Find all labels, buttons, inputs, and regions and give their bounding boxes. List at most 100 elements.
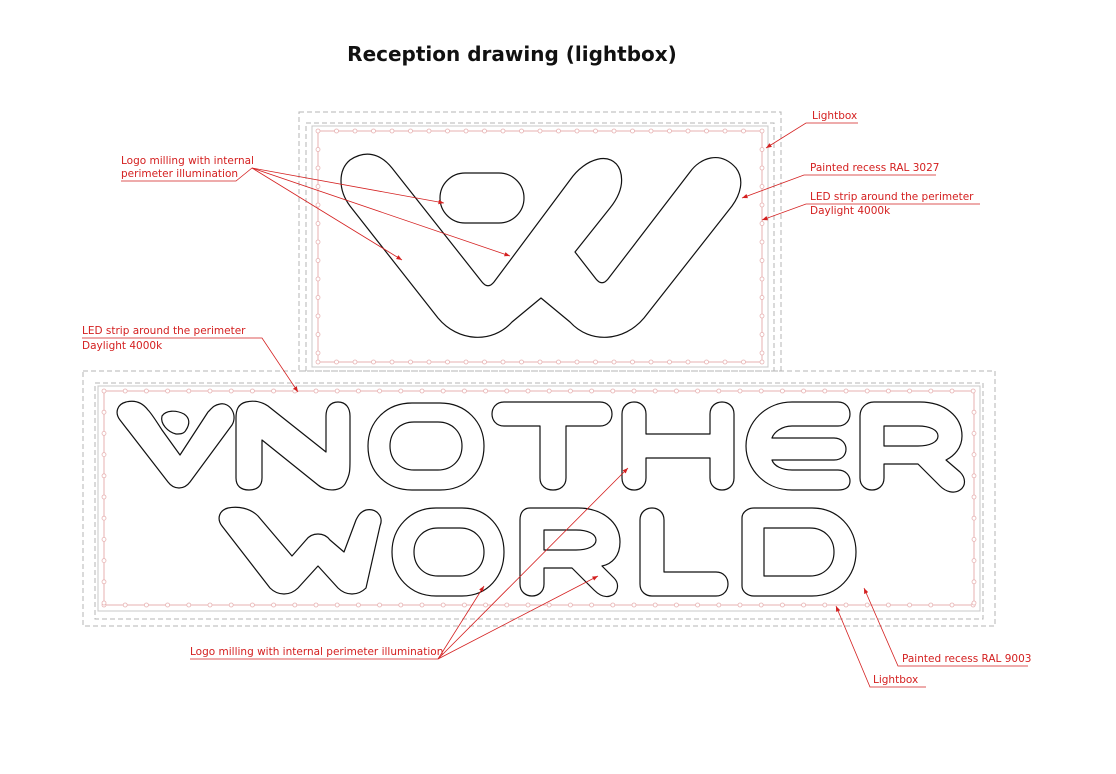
bottom-led-dot	[971, 537, 977, 542]
bottom-led-dot	[101, 558, 107, 563]
bottom-led-dot	[949, 602, 955, 608]
top-led-dot	[759, 359, 765, 365]
top-led-dot	[574, 128, 580, 134]
top-led-dot	[759, 350, 765, 356]
bottom-led-dot	[440, 388, 446, 394]
bottom-led-dot	[313, 602, 319, 608]
top-led-dot	[759, 128, 765, 134]
bottom-led-dot	[122, 388, 128, 394]
leader-logo-milling-top-3	[251, 167, 511, 257]
top-led-dot	[759, 258, 765, 263]
top-led-dot	[759, 332, 765, 337]
letter-h	[621, 401, 735, 491]
letter-e	[745, 401, 851, 491]
top-led-dot	[389, 128, 395, 134]
letter-o2-counter	[413, 527, 485, 577]
top-led-dot	[704, 359, 709, 365]
bottom-led-dot	[610, 388, 616, 394]
top-led-dot	[667, 359, 672, 365]
bottom-led-dot	[271, 602, 277, 608]
bottom-led-dot	[949, 388, 955, 394]
bottom-led-dot	[101, 600, 107, 606]
bottom-led-dot	[886, 602, 891, 608]
letter-o2	[391, 507, 505, 597]
bottom-lightbox-outer-frame	[82, 370, 996, 627]
bottom-led-dot	[101, 430, 107, 436]
bottom-led-dot	[525, 388, 531, 394]
bottom-led-dot	[631, 602, 637, 608]
bottom-led-dot	[483, 388, 489, 394]
top-led-dot	[315, 350, 321, 356]
top-led-dot	[556, 359, 561, 365]
top-led-dot	[463, 128, 469, 134]
top-led-dot	[408, 359, 413, 365]
bottom-led-dot	[780, 388, 785, 394]
word-world-outline	[218, 506, 857, 598]
bottom-led-dot	[186, 602, 192, 608]
top-led-dot	[630, 359, 635, 365]
bottom-lightbox-inner-frame	[94, 382, 984, 620]
label-lightbox-bottom: Lightbox	[873, 674, 918, 686]
top-lightbox-box	[311, 125, 769, 368]
top-lightbox	[298, 111, 782, 372]
leader-lightbox-bottom	[835, 605, 926, 688]
w-logo	[340, 153, 742, 338]
top-led-dot	[500, 128, 506, 134]
bottom-led-dot	[822, 602, 828, 608]
top-led-dot	[759, 313, 765, 319]
bottom-led-dot	[101, 515, 107, 521]
bottom-led-dot	[419, 388, 425, 394]
top-led-dot	[426, 128, 432, 134]
bottom-led-dot	[186, 388, 192, 394]
top-led-dot	[352, 128, 358, 134]
top-led-dot	[593, 128, 598, 134]
top-led-dot	[315, 221, 321, 226]
top-led-dot	[315, 332, 321, 337]
top-led-dot	[315, 184, 321, 189]
bottom-led-dot	[801, 388, 806, 394]
label-logo-milling-top-line1: Logo milling with internal	[121, 155, 254, 167]
top-led-dot	[371, 359, 376, 365]
letter-r	[859, 401, 966, 493]
bottom-led-dot	[928, 602, 934, 608]
bottom-led-dot	[334, 388, 340, 394]
top-led-dot	[685, 128, 691, 134]
bottom-led-dot	[101, 452, 107, 458]
top-led-dot	[722, 359, 728, 365]
top-lightbox-outer-frame	[298, 111, 782, 372]
bottom-led-dot	[907, 602, 912, 608]
bottom-led-dot	[355, 388, 361, 394]
bottom-led-dot	[165, 388, 171, 394]
bottom-led-dot	[461, 388, 467, 394]
word-another-outline	[116, 400, 966, 493]
bottom-led-dot	[695, 602, 700, 608]
bottom-led-dot	[292, 602, 298, 608]
bottom-led-dot	[377, 602, 383, 608]
top-led-dot	[482, 359, 487, 365]
bottom-led-dot	[101, 388, 107, 394]
bottom-led-dot	[970, 388, 976, 394]
top-lightbox-inner-frame	[305, 122, 775, 372]
bottom-led-dot	[801, 602, 806, 608]
bottom-led-dot	[971, 473, 977, 479]
top-led-dot	[371, 128, 376, 134]
label-led-top-line2: Daylight 4000k	[810, 205, 891, 217]
leader-lightbox-top	[765, 122, 858, 149]
bottom-led-dot	[440, 602, 446, 608]
bottom-led-dot	[228, 602, 234, 608]
bottom-led-dot	[271, 388, 277, 394]
top-led-dot	[352, 359, 358, 365]
bottom-led-dot	[971, 409, 977, 415]
top-led-dot	[519, 128, 524, 134]
bottom-led-dot	[504, 388, 510, 394]
top-led-dot	[334, 128, 339, 134]
top-led-dot	[685, 359, 691, 365]
bottom-led-dot	[631, 388, 637, 394]
label-lightbox-top: Lightbox	[812, 110, 857, 122]
bottom-led-dot	[101, 579, 107, 585]
top-led-dot	[500, 359, 506, 365]
top-led-dot	[648, 359, 654, 365]
top-led-dot	[759, 239, 765, 245]
bottom-led-dot	[207, 388, 213, 394]
